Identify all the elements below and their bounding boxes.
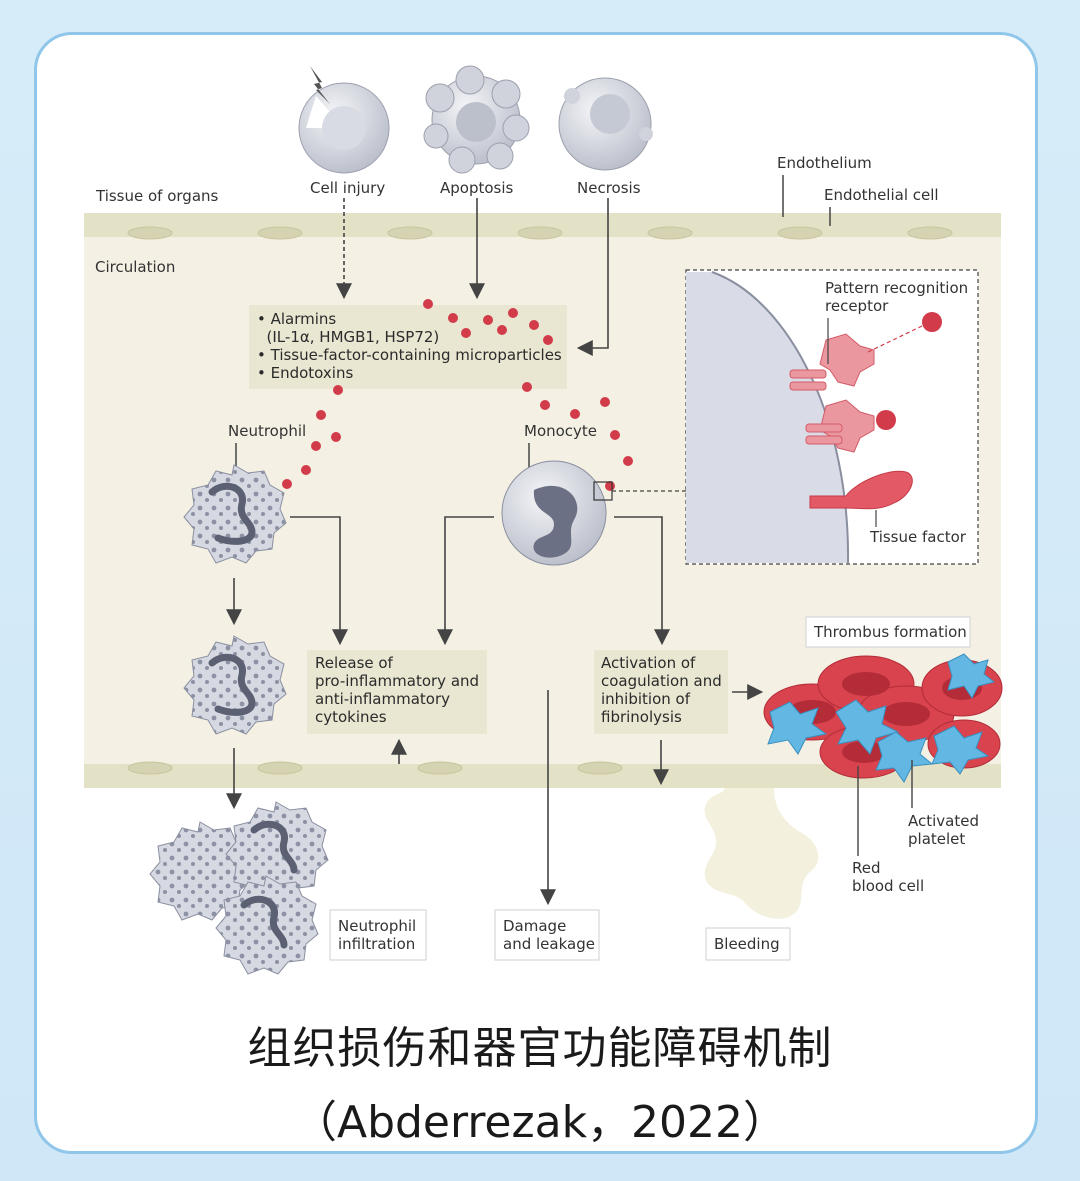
neutrophil-label: Neutrophil bbox=[228, 422, 306, 440]
caption-citation: （Abderrezak，2022） bbox=[292, 1097, 788, 1148]
alarmins-line-4: • Endotoxins bbox=[257, 364, 353, 382]
alarmins-box: • Alarmins (IL-1α, HMGB1, HSP72) • Tissu… bbox=[249, 305, 567, 389]
cell-injury-label: Cell injury bbox=[310, 179, 385, 197]
prr-label-1: Pattern recognition bbox=[825, 279, 968, 297]
endothelium-top bbox=[84, 213, 1001, 240]
alarmins-line-2: (IL-1α, HMGB1, HSP72) bbox=[257, 328, 439, 346]
release-line-1: Release of bbox=[315, 654, 394, 672]
red-blood-cell-label-1: Red bbox=[852, 859, 881, 877]
cell-injury-icon bbox=[298, 66, 390, 174]
alarmins-line-1: • Alarmins bbox=[257, 310, 336, 328]
tissue-factor-label: Tissue factor bbox=[869, 528, 967, 546]
circulation-label: Circulation bbox=[95, 258, 175, 276]
monocyte-label: Monocyte bbox=[524, 422, 597, 440]
necrosis-icon bbox=[558, 77, 653, 171]
apoptosis-icon bbox=[423, 65, 530, 174]
activation-line-4: fibrinolysis bbox=[601, 708, 682, 726]
activated-platelet-label-2: platelet bbox=[908, 830, 965, 848]
release-line-2: pro-inflammatory and bbox=[315, 672, 479, 690]
thrombus-formation-label-box: Thrombus formation bbox=[805, 616, 971, 648]
prr-label-2: receptor bbox=[825, 297, 889, 315]
tissue-label: Tissue of organs bbox=[95, 187, 219, 205]
endothelium-label: Endothelium bbox=[777, 154, 872, 172]
endothelial-cell-label: Endothelial cell bbox=[824, 186, 939, 204]
receptor-inset bbox=[685, 269, 979, 565]
alarmins-line-3: • Tissue-factor-containing microparticle… bbox=[257, 346, 562, 364]
cytokine-release-box: Release of pro-inflammatory and anti-inf… bbox=[307, 650, 487, 734]
monocyte-cell bbox=[501, 460, 613, 566]
infiltration-line-2: infiltration bbox=[338, 935, 415, 953]
activated-platelet-label-1: Activated bbox=[908, 812, 979, 830]
activation-line-1: Activation of bbox=[601, 654, 696, 672]
neutrophil-cluster bbox=[149, 801, 329, 975]
neutrophil-cell-2 bbox=[183, 635, 287, 735]
red-blood-cell-label-2: blood cell bbox=[852, 877, 924, 895]
bleeding-label: Bleeding bbox=[714, 935, 780, 953]
damage-line-1: Damage bbox=[503, 917, 566, 935]
damp-particles bbox=[282, 299, 633, 491]
apoptosis-label: Apoptosis bbox=[440, 179, 514, 197]
release-line-3: anti-inflammatory bbox=[315, 690, 450, 708]
bleeding-box: Bleeding bbox=[705, 927, 791, 961]
caption-title: 组织损伤和器官功能障碍机制 bbox=[247, 1023, 833, 1074]
infiltration-line-1: Neutrophil bbox=[338, 917, 416, 935]
damage-leakage-box: Damage and leakage bbox=[494, 909, 600, 961]
thrombus-cluster bbox=[763, 653, 1003, 783]
activation-line-3: inhibition of bbox=[601, 690, 691, 708]
damage-line-2: and leakage bbox=[503, 935, 595, 953]
neutrophil-cell-1 bbox=[183, 464, 287, 564]
necrosis-label: Necrosis bbox=[577, 179, 641, 197]
activation-line-2: coagulation and bbox=[601, 672, 722, 690]
neutrophil-infiltration-box: Neutrophil infiltration bbox=[329, 909, 427, 961]
thrombus-label: Thrombus formation bbox=[813, 623, 967, 641]
bleeding-blob bbox=[704, 788, 819, 919]
coagulation-box: Activation of coagulation and inhibition… bbox=[594, 650, 728, 734]
release-line-4: cytokines bbox=[315, 708, 387, 726]
